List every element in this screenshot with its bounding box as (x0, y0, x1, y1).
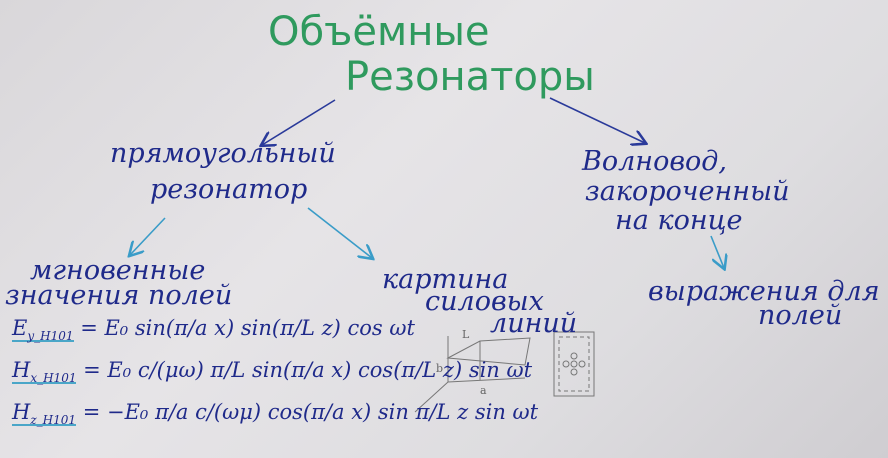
formula-ey: Ey_H101 = E₀ sin(π/a x) sin(π/L z) cos ω… (12, 316, 415, 344)
expressions-line2: полей (758, 300, 843, 331)
field-lines-line3: линий (490, 308, 578, 339)
sketch-label-a: a (480, 384, 487, 397)
right-branch-line1: Волновод, (582, 146, 727, 177)
arrow-to-right-branch (549, 97, 645, 143)
field-lines-line1: картина (382, 264, 509, 295)
title-line1: Объёмные (268, 9, 490, 55)
sketch-label-b: b (436, 362, 443, 375)
right-branch-line3: на конце (615, 205, 743, 236)
arrow-to-expressions (710, 235, 724, 268)
resonator-box-sketch (414, 331, 595, 413)
field-lines-line2: силовых (425, 286, 544, 317)
left-branch-line2: резонатор (150, 174, 308, 205)
arrow-to-instant-values (130, 217, 166, 255)
formula-hx: Hx_H101 = E₀ c/(μω) π/L sin(π/a x) cos(π… (12, 358, 533, 386)
formula-hz: Hz_H101 = −E₀ π/a c/(ωμ) cos(π/a x) sin … (12, 400, 539, 428)
arrow-to-left-branch (262, 99, 336, 145)
title-line2: Резонаторы (345, 54, 595, 100)
instant-values-line1: мгновенные (30, 255, 206, 286)
expressions-line1: выражения для (648, 276, 880, 307)
sketch-label-l: L (462, 328, 470, 341)
left-branch-line1: прямоугольный (110, 138, 336, 169)
instant-values-line2: значения полей (5, 280, 233, 311)
right-branch-line2: закороченный (585, 176, 790, 207)
arrow-to-field-lines (307, 207, 372, 258)
